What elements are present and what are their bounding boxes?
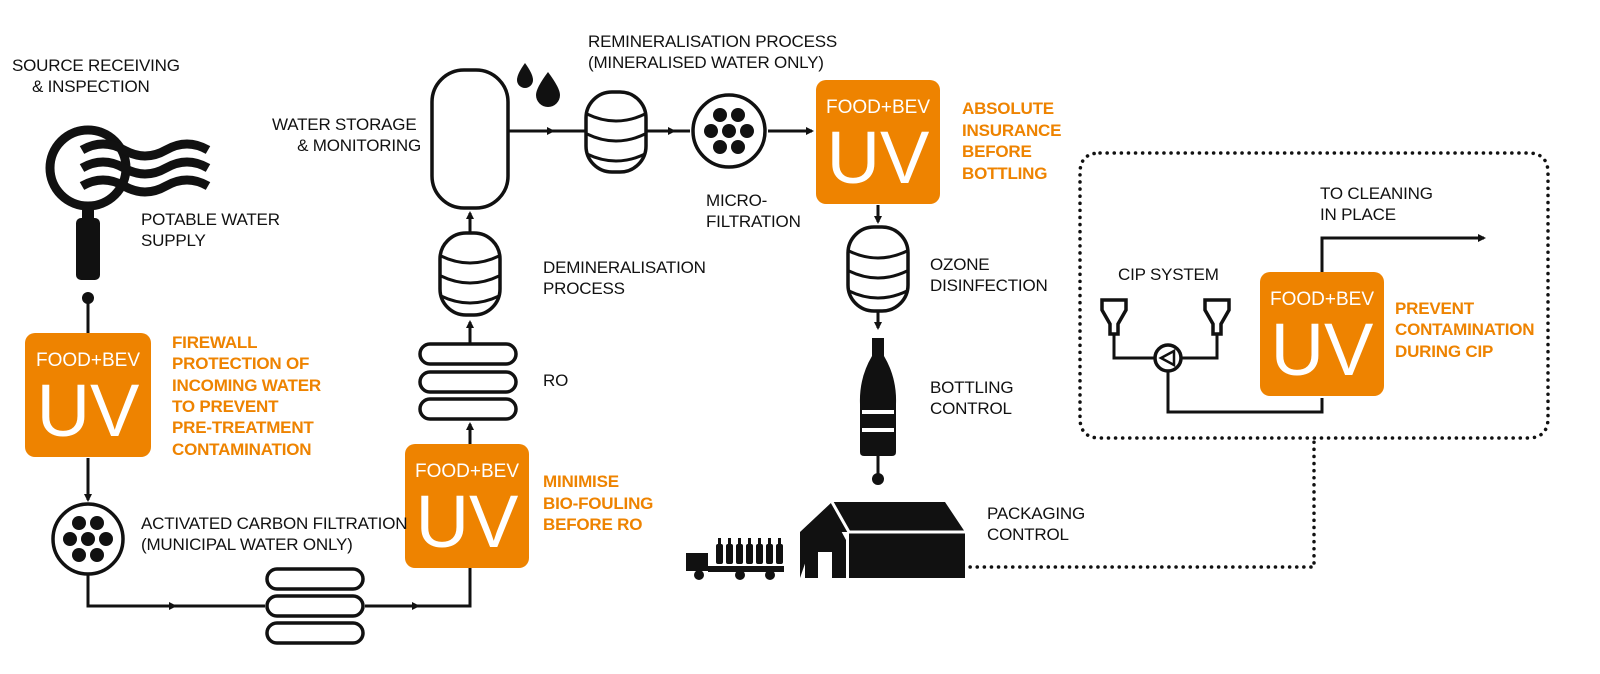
bottle-icon [859,338,897,456]
truck-icon [686,538,784,580]
flow-line [86,567,265,608]
carbon-filtration-label: ACTIVATED CARBON FILTRATION (MUNICIPAL W… [141,514,412,554]
hopper-icon [1203,298,1231,336]
packaging-control-label: PACKAGING CONTROL [987,504,1090,544]
warehouse-icon [800,501,965,578]
uv-unit-mark: UV [827,116,930,199]
waves-icon [79,139,211,197]
flow-line [365,568,472,608]
uv-unit-brand: FOOD+BEV [36,350,140,371]
uv-unit-brand: FOOD+BEV [1270,289,1374,310]
pump-icon [1153,343,1183,373]
micro-filtration-label: MICRO- FILTRATION [706,191,801,231]
cip-system-label: CIP SYSTEM [1118,265,1219,284]
cip-return-pipe [1166,371,1324,414]
uv-unit-pre-bottling: FOOD+BEV UV [816,80,940,204]
uv-unit-mark: UV [37,369,140,452]
ro-membrane-icon [418,342,518,421]
remineralisation-label: REMINERALISATION PROCESS (MINERALISED WA… [588,32,842,72]
biofouling-note: MINIMISE BIO-FOULING BEFORE RO [543,472,658,534]
cip-outlet-pipe [1320,234,1486,272]
filter-disc-icon [691,93,767,169]
cylinder-icon [584,90,648,174]
filter-disc-icon [51,502,125,576]
demineralisation-label: DEMINERALISATION PROCESS [543,258,710,298]
tank-icon [430,68,510,210]
membrane-icon [265,567,365,645]
cylinder-icon [846,225,910,313]
uv-unit-brand: FOOD+BEV [826,97,930,118]
connector-dot [82,292,94,304]
hopper-icon [1100,298,1128,336]
connector-dot [872,473,884,485]
uv-unit-mark: UV [1271,308,1374,391]
cip-pipe [1182,334,1219,360]
uv-unit-mark: UV [416,480,519,563]
cleaning-in-place-label: TO CLEANING IN PLACE [1320,184,1437,224]
flow-lines [82,127,884,610]
cip-note: PREVENT CONTAMINATION DURING CIP [1395,299,1539,361]
uv-unit-cip: FOOD+BEV UV [1260,272,1384,396]
ozone-disinfection-label: OZONE DISINFECTION [930,255,1048,295]
ro-label: RO [543,371,568,390]
insurance-note: ABSOLUTE INSURANCE BEFORE BOTTLING [962,99,1066,183]
uv-unit-incoming: FOOD+BEV UV [25,333,151,457]
cip-pipe [1112,334,1154,360]
magnifier-icon [45,125,131,280]
water-storage-label: WATER STORAGE & MONITORING [272,115,421,155]
cylinder-icon [438,231,502,317]
uv-unit-pre-ro: FOOD+BEV UV [405,444,529,568]
droplets-icon [517,63,560,107]
cip-boundary [1078,151,1550,440]
firewall-note: FIREWALL PROTECTION OF INCOMING WATER TO… [172,333,325,459]
bottling-control-label: BOTTLING CONTROL [930,378,1018,418]
uv-unit-brand: FOOD+BEV [415,461,519,482]
potable-water-label: POTABLE WATER SUPPLY [141,210,284,250]
source-receiving-label: SOURCE RECEIVING & INSPECTION [12,56,184,96]
